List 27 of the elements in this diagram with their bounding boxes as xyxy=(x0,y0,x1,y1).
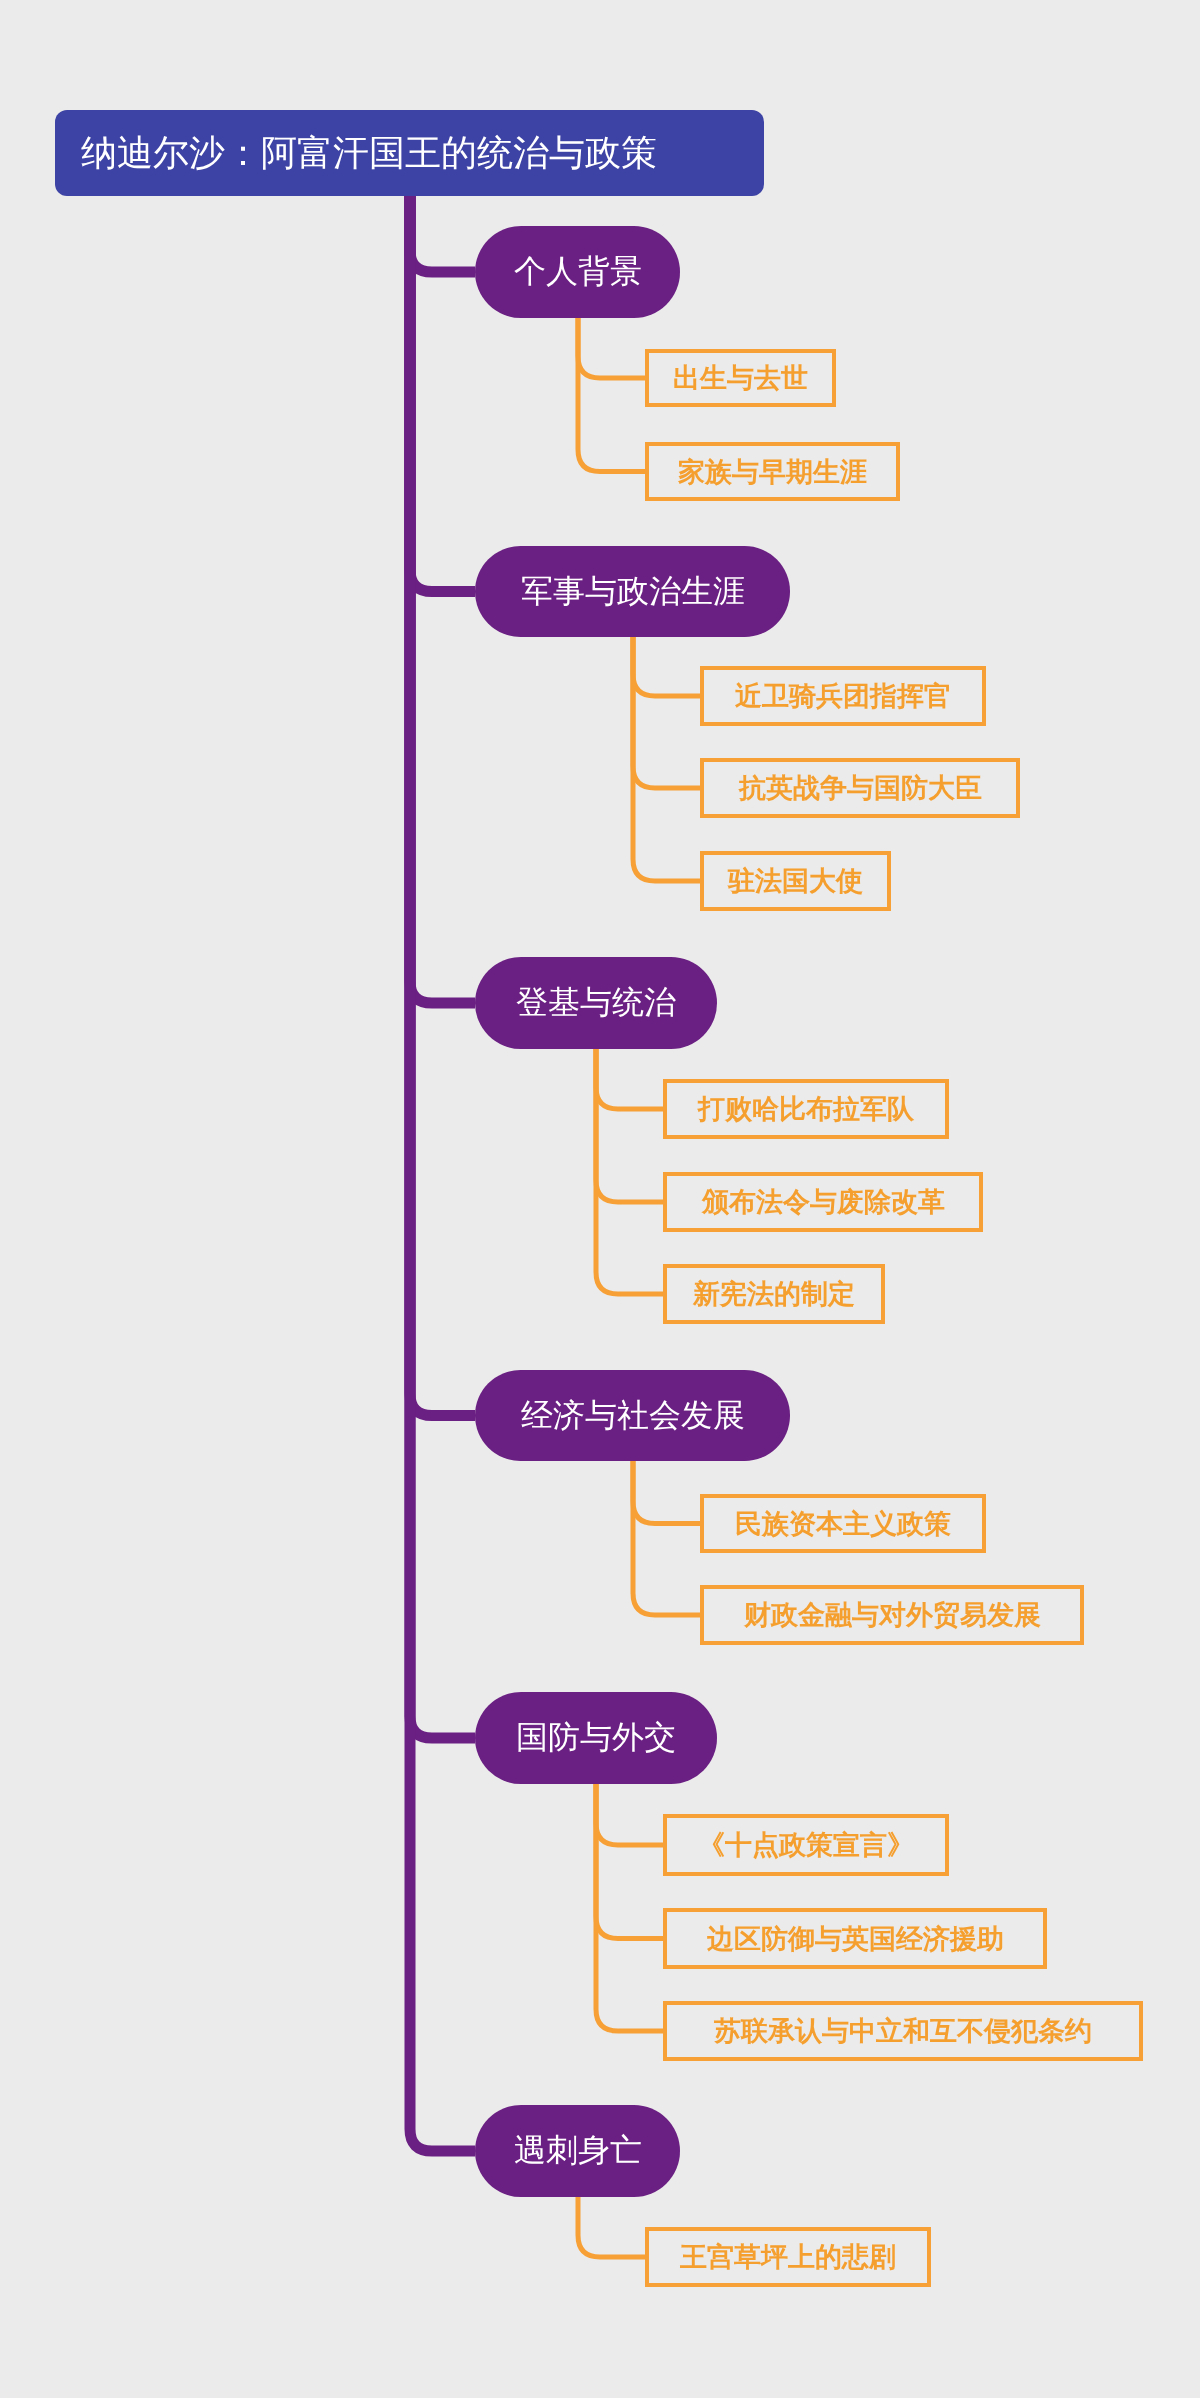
subtopic-box: 颁布法令与废除改革 xyxy=(663,1172,983,1232)
topic-box: 遇刺身亡 xyxy=(475,2105,680,2197)
subtopic-box: 苏联承认与中立和互不侵犯条约 xyxy=(663,2001,1143,2061)
subtopic-box: 王宫草坪上的悲剧 xyxy=(645,2227,931,2287)
subtopic-box: 抗英战争与国防大臣 xyxy=(700,758,1020,818)
connector-line xyxy=(593,1049,663,1297)
subtopic-box: 家族与早期生涯 xyxy=(645,442,900,501)
connector-line xyxy=(593,1784,663,2034)
subtopic-box: 驻法国大使 xyxy=(700,851,891,911)
topic-box: 军事与政治生涯 xyxy=(475,546,790,637)
connector-line xyxy=(575,318,645,474)
connector-line xyxy=(575,2197,645,2260)
subtopic-box: 财政金融与对外贸易发展 xyxy=(700,1585,1084,1645)
subtopic-box: 《十点政策宣言》 xyxy=(663,1814,949,1876)
root-topic-box: 纳迪尔沙：阿富汗国王的统治与政策 xyxy=(55,110,764,196)
subtopic-box: 出生与去世 xyxy=(645,349,836,407)
subtopic-box: 近卫骑兵团指挥官 xyxy=(700,666,986,726)
topic-box: 登基与统治 xyxy=(475,957,717,1049)
connector-line xyxy=(630,637,700,884)
subtopic-box: 民族资本主义政策 xyxy=(700,1494,986,1553)
topic-box: 国防与外交 xyxy=(475,1692,717,1784)
subtopic-box: 打败哈比布拉军队 xyxy=(663,1079,949,1139)
subtopic-box: 新宪法的制定 xyxy=(663,1264,885,1324)
topic-box: 经济与社会发展 xyxy=(475,1370,790,1461)
connector-line xyxy=(630,1461,700,1618)
topic-box: 个人背景 xyxy=(475,226,680,318)
subtopic-box: 边区防御与英国经济援助 xyxy=(663,1908,1047,1969)
